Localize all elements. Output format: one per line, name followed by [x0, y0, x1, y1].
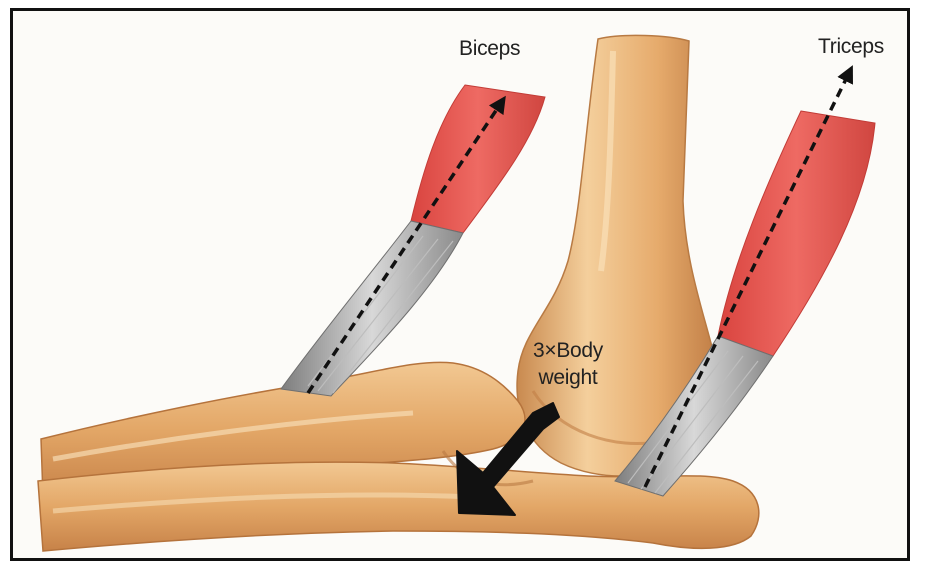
biceps-muscle	[411, 85, 545, 233]
load-label-line1: 3×Body	[533, 337, 603, 364]
diagram-frame: Biceps Triceps 3×Body weight	[10, 8, 910, 561]
elbow-joint-illustration	[13, 11, 907, 558]
triceps-muscle	[718, 111, 875, 356]
load-label-line2: weight	[533, 364, 603, 391]
load-label: 3×Body weight	[533, 337, 603, 391]
biceps-label: Biceps	[459, 37, 520, 61]
triceps-label: Triceps	[818, 35, 884, 59]
